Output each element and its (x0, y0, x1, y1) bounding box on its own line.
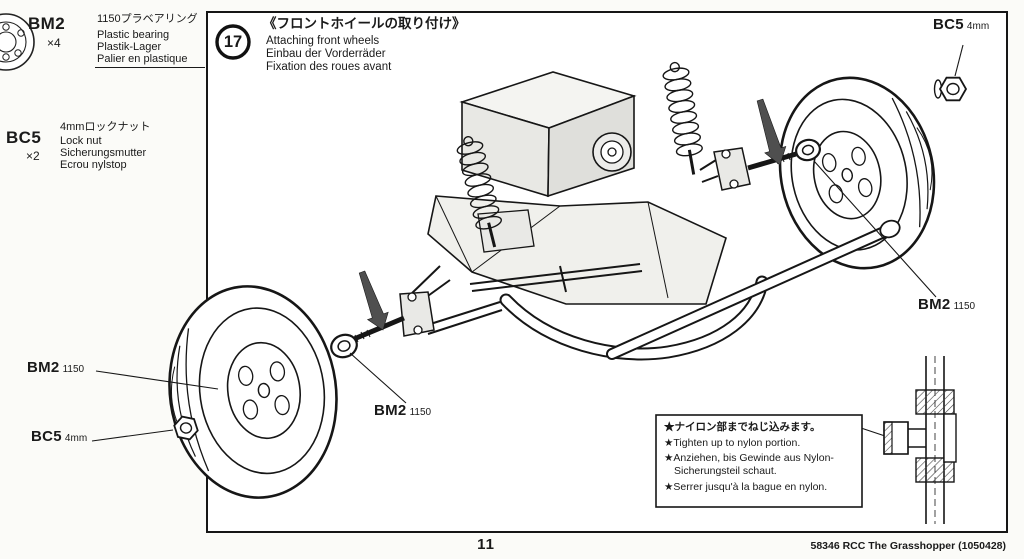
step-title-fr: Fixation des roues avant (266, 61, 392, 73)
assembly-arrows (358, 98, 787, 331)
right-shock-spring (662, 61, 703, 175)
left-knuckle-axle (353, 265, 503, 343)
step-number-circle (215, 24, 251, 60)
note-line-de1: ★Anziehen, bis Gewinde aus Nylon- (664, 452, 834, 464)
part-bm2-desc-fr: Palier en plastique (97, 53, 188, 65)
page-number: 11 (477, 536, 495, 553)
step-title-de: Einbau der Vorderräder (266, 48, 386, 60)
left-shock-spring (456, 136, 503, 248)
note-line-ja: ★ナイロン部までねじ込みます。 (664, 421, 821, 433)
note-line-de2: Sicherungsteil schaut. (674, 465, 777, 477)
front-bumper (499, 219, 901, 361)
step-number: 17 (223, 33, 243, 51)
part-bm2-desc-ja: 1150プラベアリング (97, 13, 198, 25)
leader-lines (91, 44, 964, 442)
part-bc5-qty: ×2 (26, 149, 40, 163)
bc5-nut-left (173, 415, 199, 441)
parts-divider (95, 67, 205, 68)
step-title-en: Attaching front wheels (266, 35, 380, 47)
part-bc5-desc-fr: Ecrou nylstop (60, 159, 127, 171)
chassis-illustration (427, 71, 727, 305)
part-bm2-qty: ×4 (47, 36, 61, 50)
part-bm2-desc-de: Plastik-Lager (97, 41, 162, 53)
bm2-bearing-left (330, 333, 358, 359)
part-bm2-desc-en: Plastic bearing (97, 29, 170, 41)
note-line-en: ★Tighten up to nylon portion. (664, 437, 801, 449)
bm2-part-icon (0, 13, 35, 71)
part-bc5-desc-ja: 4mmロックナット (60, 121, 151, 133)
note-box-frame (655, 414, 863, 508)
right-knuckle-axle (699, 147, 797, 191)
note-line-fr: ★Serrer jusqu'à la bague en nylon. (664, 481, 828, 493)
bc5-nut-top (933, 76, 968, 102)
step-title-ja: 《フロントホイールの取り付け》 (263, 16, 466, 31)
part-bc5-desc-de: Sicherungsmutter (60, 147, 147, 159)
part-bc5-code: BC5 (6, 128, 42, 147)
axle-detail-illustration (883, 356, 957, 524)
footer-product-code: 58346 RCC The Grasshopper (1050428) (810, 540, 1006, 552)
part-bc5-desc-en: Lock nut (60, 135, 102, 147)
left-wheel-illustration (168, 285, 338, 499)
part-bm2-code: BM2 (28, 14, 66, 33)
bm2-bearing-right (795, 138, 821, 162)
